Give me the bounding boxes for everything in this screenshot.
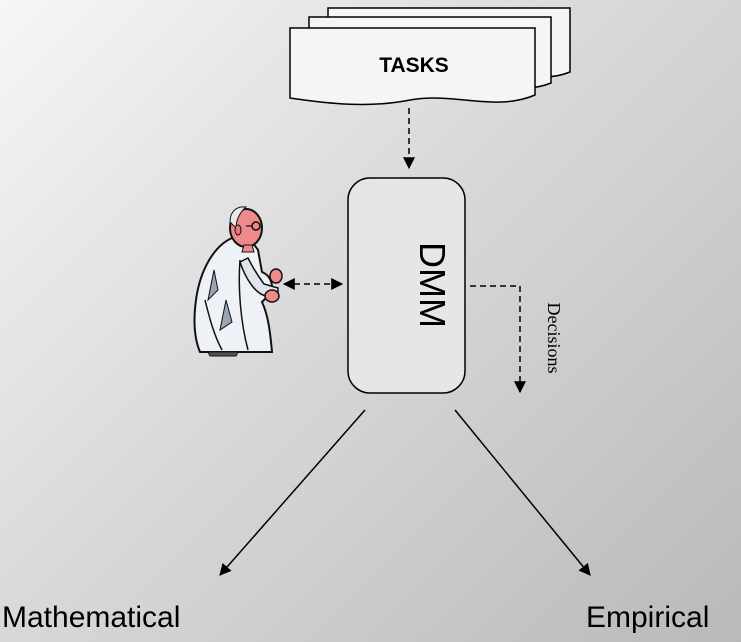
dmm-to-mathematical-arrow (219, 409, 366, 576)
decisions-arrow (470, 285, 526, 394)
dmm-label: DMM (412, 242, 453, 328)
dmm-rectangle (347, 177, 466, 394)
task-document-front (289, 27, 536, 106)
decisions-label: Decisions (544, 303, 564, 374)
mathematical-label: Mathematical (2, 601, 180, 634)
empirical-label: Empirical (586, 601, 709, 634)
tasks-stack: TASKS (289, 7, 571, 106)
dmm-to-empirical-arrow (454, 409, 591, 576)
scientist-clipart-icon (193, 206, 283, 357)
dmm-box: DMM (347, 177, 466, 394)
tasks-label: TASKS (379, 54, 449, 77)
